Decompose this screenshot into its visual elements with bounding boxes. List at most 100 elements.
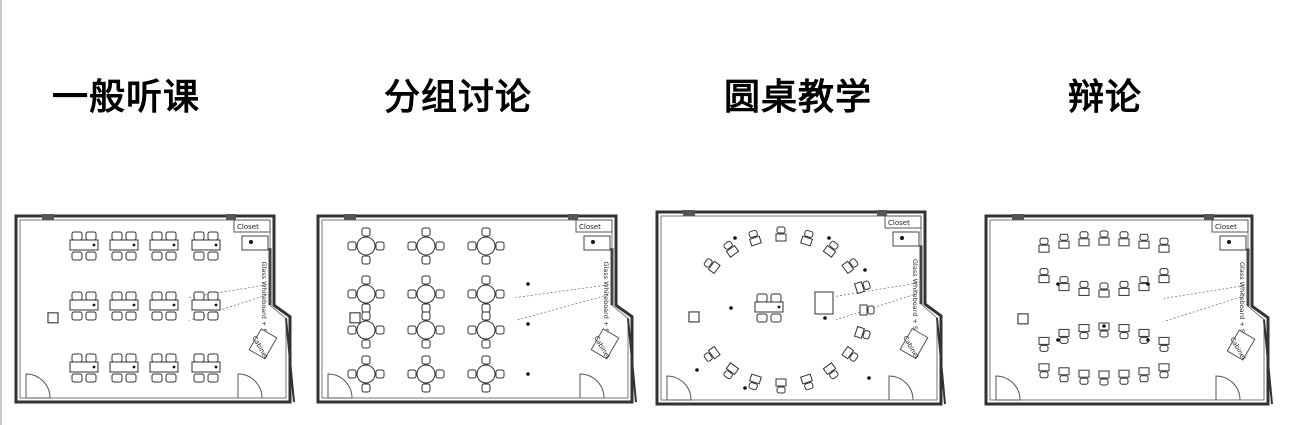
teacher-desk-dot bbox=[1227, 240, 1231, 244]
seat-chair bbox=[1159, 371, 1169, 379]
chair bbox=[85, 251, 97, 261]
seat bbox=[1158, 237, 1170, 253]
seat bbox=[1118, 324, 1130, 340]
seat bbox=[703, 258, 721, 275]
seat bbox=[1098, 282, 1110, 298]
cabinet bbox=[248, 328, 278, 360]
desk bbox=[109, 239, 139, 251]
seat bbox=[703, 345, 721, 362]
seat-dot bbox=[777, 305, 781, 309]
seat-desk bbox=[707, 345, 721, 360]
cabinet bbox=[590, 328, 620, 360]
chair bbox=[347, 241, 357, 251]
chair bbox=[495, 325, 505, 335]
seat-desk bbox=[1078, 369, 1090, 378]
desk-pair bbox=[149, 353, 179, 383]
chair bbox=[165, 251, 177, 261]
chair bbox=[361, 303, 371, 313]
seat-desk bbox=[1038, 244, 1050, 253]
table-top bbox=[356, 236, 376, 256]
seat bbox=[841, 345, 859, 362]
chair bbox=[111, 373, 123, 383]
seat-desk bbox=[1098, 370, 1110, 379]
chair bbox=[481, 383, 491, 393]
chair bbox=[421, 311, 431, 321]
floor-marker bbox=[1146, 282, 1150, 286]
chair bbox=[125, 353, 137, 363]
chair bbox=[193, 353, 205, 363]
seat bbox=[1158, 363, 1170, 379]
desk bbox=[754, 301, 784, 313]
seat-chair bbox=[748, 382, 758, 391]
seat-desk bbox=[1138, 240, 1150, 249]
whiteboard-label: Glass Whiteboard + Screen bbox=[602, 262, 610, 351]
chair bbox=[407, 289, 417, 299]
seat bbox=[1138, 233, 1150, 249]
chair bbox=[207, 251, 219, 261]
chair bbox=[435, 369, 445, 379]
desk bbox=[69, 361, 99, 373]
left-border-line bbox=[0, 0, 2, 425]
round-table bbox=[347, 311, 385, 349]
seat-desk bbox=[841, 345, 855, 360]
seat-chair bbox=[829, 240, 839, 250]
seat-desk bbox=[1138, 283, 1150, 292]
desk-pair bbox=[149, 291, 179, 321]
desk-pair bbox=[754, 293, 784, 323]
chair bbox=[71, 353, 83, 363]
floor-marker bbox=[1102, 324, 1106, 328]
teacher-desk bbox=[583, 235, 611, 251]
round-table bbox=[347, 355, 385, 393]
chair bbox=[407, 369, 417, 379]
seat-chair bbox=[1079, 332, 1089, 340]
door-right bbox=[579, 373, 605, 399]
chair bbox=[421, 303, 431, 313]
closet-label: Closet bbox=[579, 223, 601, 231]
table-top bbox=[476, 284, 496, 304]
desk bbox=[191, 239, 221, 251]
seat-chair bbox=[867, 305, 875, 315]
chair bbox=[207, 231, 219, 241]
round-table bbox=[467, 311, 505, 349]
seat-chair bbox=[1119, 332, 1129, 340]
seat-chair bbox=[1159, 344, 1169, 352]
chair bbox=[407, 325, 417, 335]
seat-desk bbox=[1118, 238, 1130, 247]
teacher-desk-dot bbox=[249, 240, 253, 244]
chair bbox=[435, 241, 445, 251]
chair bbox=[165, 353, 177, 363]
chair bbox=[125, 291, 137, 301]
seat-desk bbox=[749, 373, 762, 385]
outer-wall bbox=[655, 210, 943, 406]
seat-chair bbox=[1079, 231, 1089, 239]
chair bbox=[361, 383, 371, 393]
seat-desk bbox=[1038, 336, 1050, 345]
round-table bbox=[467, 355, 505, 393]
door-left bbox=[327, 373, 353, 399]
seat-desk bbox=[1098, 237, 1110, 246]
chair bbox=[193, 311, 205, 321]
desk bbox=[69, 299, 99, 311]
projection-line bbox=[515, 283, 613, 298]
seat-chair bbox=[849, 352, 859, 362]
seat-desk bbox=[1058, 328, 1070, 337]
desk bbox=[191, 361, 221, 373]
chair bbox=[361, 227, 371, 237]
chair bbox=[71, 311, 83, 321]
desk-pair bbox=[109, 353, 139, 383]
seat-desk bbox=[1118, 324, 1130, 333]
seat-dot bbox=[92, 365, 96, 369]
seat bbox=[1038, 363, 1050, 379]
desk-pair bbox=[191, 231, 221, 261]
seat-desk bbox=[800, 235, 813, 247]
chair bbox=[111, 231, 123, 241]
chair bbox=[375, 289, 385, 299]
chair bbox=[151, 231, 163, 241]
chair bbox=[125, 231, 137, 241]
chair bbox=[111, 353, 123, 363]
seat bbox=[775, 378, 787, 394]
chair bbox=[770, 313, 782, 323]
seat bbox=[853, 325, 871, 340]
seat bbox=[1078, 280, 1090, 296]
